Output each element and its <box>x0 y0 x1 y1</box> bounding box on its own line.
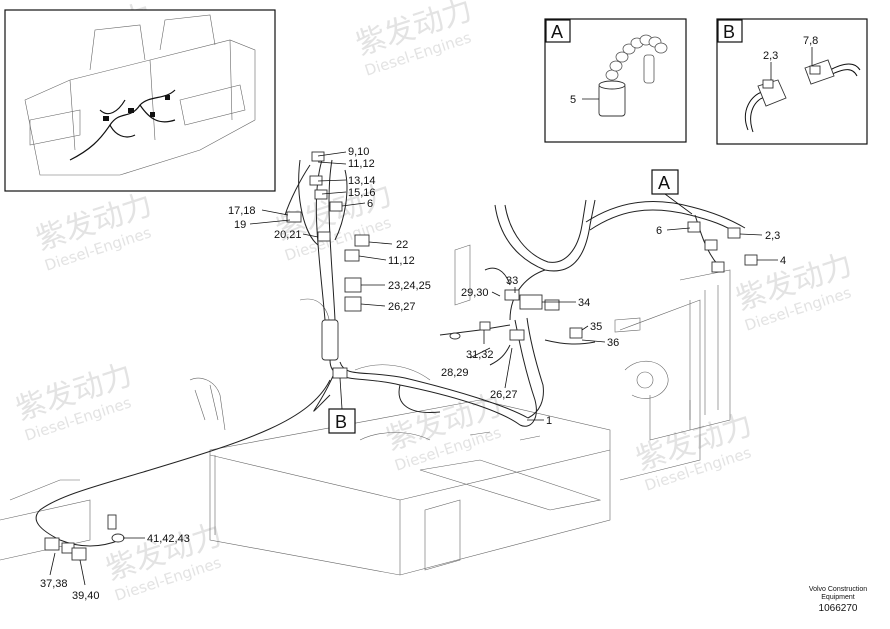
callout-41-42-43: 41,42,43 <box>147 533 190 545</box>
detail-inset-b: B 2,3 7,8 <box>716 18 868 145</box>
callout-1: 1 <box>546 415 552 427</box>
footer-code: 1066270 <box>819 603 858 614</box>
callout-9-10: 9,10 <box>348 146 369 158</box>
connectors-trunk <box>286 151 370 379</box>
watermark-tile: 紫发动力 Diesel-Engines <box>102 517 227 604</box>
view-tag-b: B <box>328 377 356 434</box>
callout-11-12: 11,12 <box>348 158 375 170</box>
callout-2-3-inset: 2,3 <box>763 50 778 62</box>
callout-20-21: 20,21 <box>274 229 302 241</box>
callout-22: 22 <box>396 239 408 251</box>
watermark-tile: 紫发动力 Diesel-Engines <box>12 357 137 444</box>
view-tag-b-label: B <box>335 412 347 432</box>
footer-block: Volvo Construction Equipment 1066270 <box>809 586 867 614</box>
callout-15-16: 15,16 <box>348 187 376 199</box>
callout-5: 5 <box>570 94 576 106</box>
callout-17-18: 17,18 <box>228 205 256 217</box>
callout-13-14: 13,14 <box>348 175 376 187</box>
callout-28-29: 28,29 <box>441 367 469 379</box>
view-tag-a-label: A <box>658 173 670 193</box>
callout-6-right: 6 <box>656 225 662 237</box>
callout-37-38: 37,38 <box>40 578 68 590</box>
footer-line2: Equipment <box>821 594 855 601</box>
watermark-tile: 紫发动力 Diesel-Engines <box>32 187 157 274</box>
connectors-right <box>687 221 758 273</box>
callout-19: 19 <box>234 219 246 231</box>
callout-26-27: 26,27 <box>388 301 416 313</box>
footer-line1: Volvo Construction <box>809 586 867 593</box>
callout-33: 33 <box>506 275 518 287</box>
detail-inset-a: A 5 <box>544 18 687 143</box>
callout-4: 4 <box>780 255 786 267</box>
callout-31-32: 31,32 <box>466 349 494 361</box>
connectors-lower-left <box>44 514 125 561</box>
callout-36: 36 <box>607 337 619 349</box>
callout-6: 6 <box>367 198 373 210</box>
callout-11-12-lower: 11,12 <box>388 255 415 267</box>
connector-part-2-3 <box>757 79 787 107</box>
callout-23-24-25: 23,24,25 <box>388 280 431 292</box>
corrugated-hose-drawing <box>605 34 668 84</box>
callout-26-27-lower: 26,27 <box>490 389 518 401</box>
callout-2-3: 2,3 <box>765 230 780 242</box>
main-harness <box>35 151 758 561</box>
view-tag-a: A <box>651 169 693 215</box>
inset-b-label: B <box>723 22 735 42</box>
callout-35: 35 <box>590 321 602 333</box>
inset-a-label: A <box>551 22 563 42</box>
callout-labels: 9,10 11,12 13,14 15,16 6 17,18 19 20,21 … <box>40 146 786 602</box>
callout-34: 34 <box>578 297 590 309</box>
callout-leaders <box>49 151 778 586</box>
overview-inset <box>4 9 276 192</box>
callout-29-30: 29,30 <box>461 287 489 299</box>
sensor-part-5 <box>598 80 626 117</box>
watermark-tile: 紫发动力 Diesel-Engines <box>632 407 757 494</box>
callout-39-40: 39,40 <box>72 590 100 602</box>
watermark-tile: 紫发动力 Diesel-Engines <box>352 0 477 80</box>
callout-7-8: 7,8 <box>803 35 818 47</box>
